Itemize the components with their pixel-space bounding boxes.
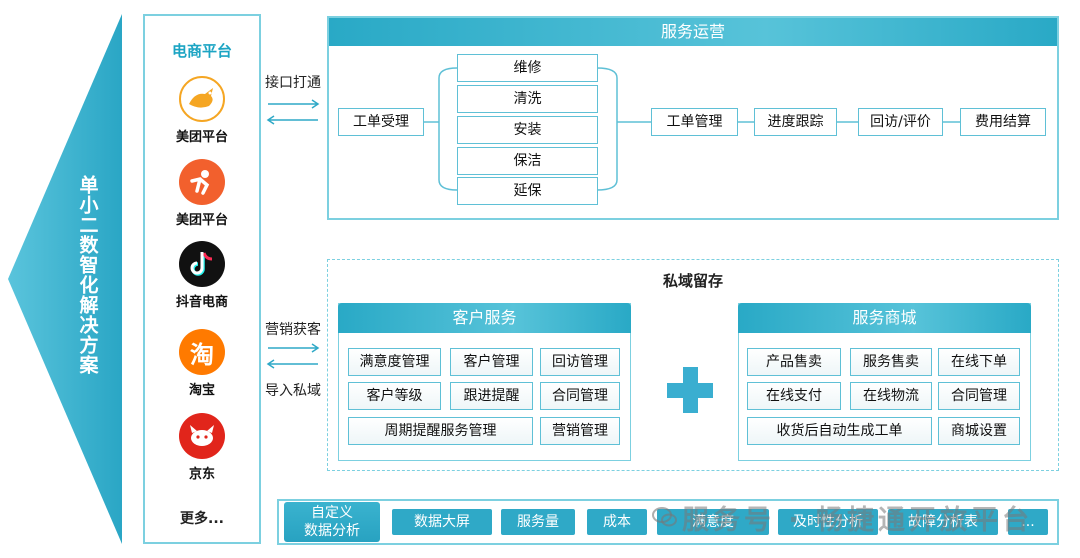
- platform-name: 京东: [188, 467, 215, 482]
- bidirectional-arrow-icon: [266, 343, 320, 369]
- cell-contract-management: 合同管理: [540, 382, 620, 410]
- node-type-install: 安装: [457, 116, 598, 144]
- platform-jd: 京东: [145, 413, 259, 482]
- platform-meituan-1: 美团平台: [145, 76, 259, 145]
- more-platforms: 更多...: [180, 511, 224, 527]
- runner-icon: [179, 159, 225, 205]
- cell-online-order: 在线下单: [938, 348, 1020, 376]
- node-progress-tracking: 进度跟踪: [754, 108, 837, 136]
- analytics-title: 自定义 数据分析: [284, 502, 380, 542]
- node-ticket-intake: 工单受理: [338, 108, 424, 136]
- bidirectional-arrow-icon: [266, 99, 320, 125]
- node-type-housekeeping: 保洁: [457, 147, 598, 175]
- node-feedback-review: 回访/评价: [858, 108, 943, 136]
- service-title: 服务运营: [329, 18, 1057, 46]
- platform-meituan-2: 美团平台: [145, 159, 259, 228]
- metric-data-screen: 数据大屏: [392, 509, 492, 535]
- cell-service-sales: 服务售卖: [850, 348, 932, 376]
- label-import-private: 导入私域: [265, 383, 321, 399]
- metric-fault-analysis: 故障分析表: [888, 509, 998, 535]
- cell-mall-contract: 合同管理: [938, 382, 1020, 410]
- cell-periodic-reminder: 周期提醒服务管理: [348, 417, 533, 445]
- metric-more: ...: [1008, 509, 1048, 535]
- node-fee-settlement: 费用结算: [960, 108, 1046, 136]
- service-flow-connectors: [423, 67, 960, 191]
- solution-arrow-shape: [8, 14, 122, 544]
- analytics-title-line1: 自定义: [311, 505, 353, 521]
- platform-name: 美团平台: [175, 130, 228, 145]
- solution-title: 单小二数智化解决方案: [76, 175, 99, 375]
- customer-service-title: 客户服务: [338, 303, 631, 333]
- metric-cost: 成本: [587, 509, 647, 535]
- cell-marketing-management: 营销管理: [540, 417, 620, 445]
- cell-followup-reminder: 跟进提醒: [450, 382, 533, 410]
- cell-product-sales: 产品售卖: [747, 348, 841, 376]
- metric-service-volume: 服务量: [501, 509, 575, 535]
- taobao-icon: 淘: [179, 329, 225, 375]
- analytics-title-line2: 数据分析: [304, 523, 360, 539]
- platform-taobao: 淘 淘宝: [145, 329, 259, 398]
- cell-online-logistics: 在线物流: [850, 382, 932, 410]
- cell-revisit-management: 回访管理: [540, 348, 620, 376]
- cell-auto-ticket: 收货后自动生成工单: [747, 417, 932, 445]
- platform-name: 美团平台: [175, 213, 228, 228]
- plus-icon-vertical: [683, 367, 698, 413]
- tiktok-icon: [179, 241, 225, 287]
- cell-satisfaction: 满意度管理: [348, 348, 441, 376]
- service-mall-title: 服务商城: [738, 303, 1031, 333]
- cell-mall-settings: 商城设置: [938, 417, 1020, 445]
- platform-douyin: 抖音电商: [145, 241, 259, 310]
- kangaroo-icon: [179, 76, 225, 122]
- wechat-icon: [652, 507, 677, 527]
- label-marketing: 营销获客: [265, 322, 321, 338]
- cell-customer-management: 客户管理: [450, 348, 533, 376]
- node-ticket-management: 工单管理: [651, 108, 738, 136]
- platform-name: 抖音电商: [175, 295, 228, 310]
- taobao-glyph: 淘: [190, 340, 214, 369]
- node-type-extended-warranty: 延保: [457, 177, 598, 205]
- node-type-repair: 维修: [457, 54, 598, 82]
- platform-column: 电商平台 美团平台 美团平台 抖音电商 淘 淘宝 京东 更多...: [143, 14, 261, 544]
- jd-dog-icon: [179, 413, 225, 459]
- private-title: 私域留存: [662, 272, 723, 290]
- cell-online-payment: 在线支付: [747, 382, 841, 410]
- watermark-text: 服务号 · 畅捷通开放平台: [682, 505, 1034, 536]
- platform-title: 电商平台: [171, 42, 232, 60]
- cell-customer-level: 客户等级: [348, 382, 441, 410]
- node-type-cleaning: 清洗: [457, 85, 598, 113]
- metric-timeliness: 及时性分析: [778, 509, 878, 535]
- label-api-integration: 接口打通: [265, 75, 321, 91]
- platform-name: 淘宝: [188, 383, 215, 398]
